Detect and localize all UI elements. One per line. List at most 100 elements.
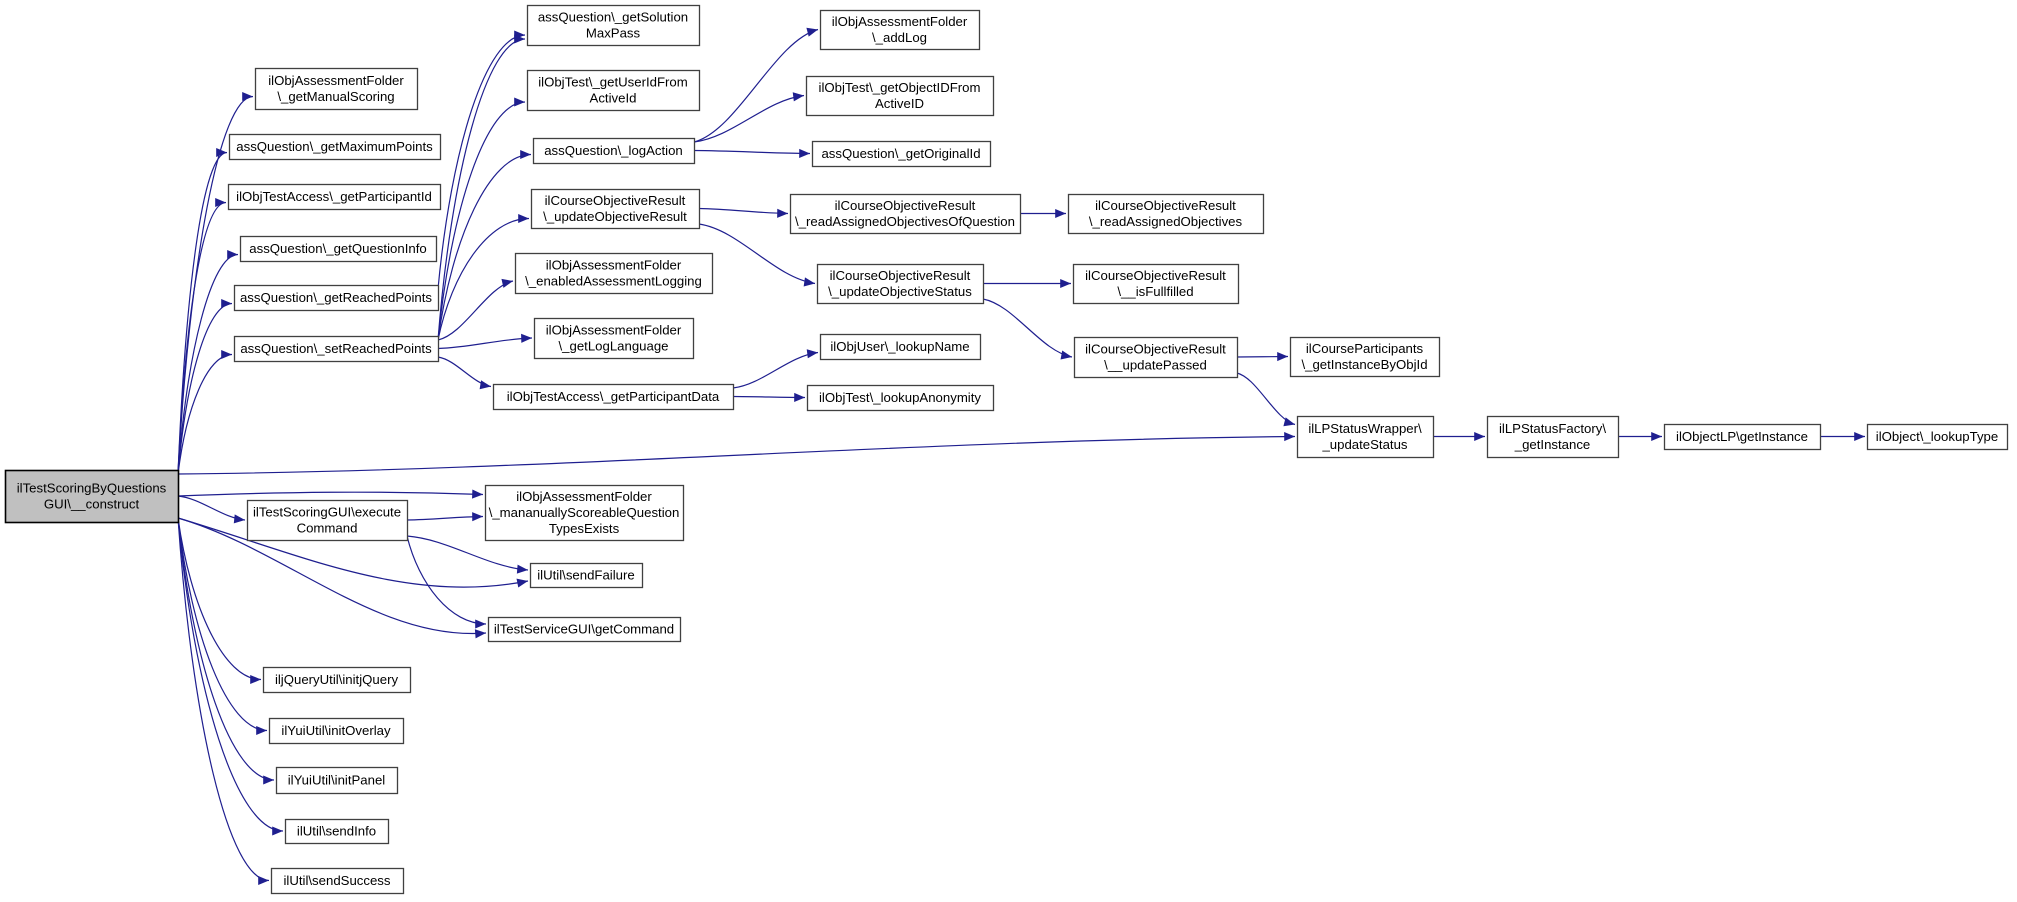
call-edge-updateObjectiveStatus-to-updatePassed (982, 298, 1073, 360)
graph-node-label: ilObjTestAccess\_getParticipantData (507, 389, 720, 404)
call-edge-setReachedPoints-to-getLogLanguage (437, 333, 533, 350)
call-edge-root-to-getCommand (177, 517, 487, 639)
graph-node-label: assQuestion\_getQuestionInfo (249, 241, 426, 256)
graph-node-label: ilObjAssessmentFolder\_getLogLanguage (546, 323, 682, 354)
graph-node-initPanel[interactable]: ilYuiUtil\initPanel (275, 766, 399, 795)
graph-node-getMaximumPoints[interactable]: assQuestion\_getMaximumPoints (228, 133, 442, 161)
graph-node-getParticipantData[interactable]: ilObjTestAccess\_getParticipantData (492, 383, 735, 411)
call-edge-root-to-initOverlay (177, 517, 268, 736)
call-edge-logAction-to-getObjectIDFromActiveID (693, 92, 805, 143)
graph-node-label: ilObjTestAccess\_getParticipantId (236, 189, 432, 204)
graph-node-label: ilCourseObjectiveResult\_readAssignedObj… (1089, 198, 1243, 229)
graph-node-lookupName[interactable]: ilObjUser\_lookupName (819, 333, 982, 361)
graph-node-label: ilCourseParticipants\_getInstanceByObjId (1301, 341, 1427, 372)
call-edge-executeCommand-to-getCommand (406, 535, 487, 629)
graph-node-label: ilCourseObjectiveResult\_updateObjective… (828, 268, 972, 299)
call-edge-updatePassed-to-getInstanceByObjId (1236, 351, 1289, 362)
graph-node-lookupAnonymity[interactable]: ilObjTest\_lookupAnonymity (806, 384, 995, 412)
graph-node-label: ilObjAssessmentFolder\_addLog (832, 14, 968, 45)
call-edge-setReachedPoints-to-getUserIdFromActiveId (437, 97, 526, 341)
call-edge-root-to-initjQuery (177, 517, 262, 685)
graph-node-getQuestionInfo[interactable]: assQuestion\_getQuestionInfo (239, 235, 438, 263)
graph-node-label: ilLPStatusFactory\_getInstance (1499, 421, 1606, 452)
call-edge-setReachedPoints-to-getSolutionMaxPass (437, 34, 526, 341)
graph-node-updateObjectiveStatus[interactable]: ilCourseObjectiveResult\_updateObjective… (816, 263, 985, 305)
call-edge-getReachedPoints-to-getSolutionMaxPass (437, 30, 526, 290)
call-edge-root-to-getReachedPoints (177, 298, 233, 475)
graph-node-initjQuery[interactable]: iljQueryUtil\initjQuery (262, 666, 412, 694)
graph-node-label: ilLPStatusWrapper\_updateStatus (1308, 421, 1422, 452)
graph-node-label: ilYuiUtil\initPanel (288, 773, 386, 788)
graph-node-sendFailure[interactable]: ilUtil\sendFailure (529, 562, 644, 589)
call-edge-logAction-to-addLog (693, 27, 819, 143)
call-edge-getParticipantData-to-lookupName (732, 349, 819, 389)
graph-node-label: ilObjUser\_lookupName (830, 339, 969, 354)
graph-node-getManualScoring[interactable]: ilObjAssessmentFolder\_getManualScoring (254, 67, 419, 111)
graph-node-label: ilObjectLP\getInstance (1676, 429, 1808, 444)
graph-node-sendSuccess[interactable]: ilUtil\sendSuccess (270, 867, 405, 895)
graph-node-label: ilObject\_lookupType (1876, 429, 1998, 444)
graph-node-lpGetInstance[interactable]: ilLPStatusFactory\_getInstance (1486, 415, 1620, 459)
graph-node-label: ilObjAssessmentFolder\_getManualScoring (268, 73, 404, 104)
call-edge-root-to-sendFailure (177, 517, 529, 588)
graph-node-label: ilTestServiceGUI\getCommand (494, 622, 674, 637)
graph-node-label: ilCourseObjectiveResult\_readAssignedObj… (795, 198, 1015, 229)
graph-node-label: ilCourseObjectiveResult\_updateObjective… (543, 193, 687, 224)
call-edge-root-to-getParticipantId (177, 197, 227, 475)
graph-node-logAction[interactable]: assQuestion\_logAction (532, 137, 696, 165)
graph-node-readAssignedObjectivesOfQuestion[interactable]: ilCourseObjectiveResult\_readAssignedObj… (789, 193, 1022, 235)
graph-node-readAssignedObjectives[interactable]: ilCourseObjectiveResult\_readAssignedObj… (1067, 193, 1265, 235)
call-edge-updateObjectiveResult-to-readAssignedObjectivesOfQuestion (698, 207, 789, 218)
graph-node-label: assQuestion\_setReachedPoints (240, 341, 432, 356)
call-edge-root-to-sendInfo (177, 517, 284, 836)
graph-node-label: ilObjAssessmentFolder\_mananuallyScoreab… (489, 489, 680, 536)
graph-node-label: assQuestion\_getOriginalId (821, 146, 980, 161)
graph-node-getLogLanguage[interactable]: ilObjAssessmentFolder\_getLogLanguage (533, 317, 695, 360)
graph-node-addLog[interactable]: ilObjAssessmentFolder\_addLog (819, 9, 981, 51)
call-edge-executeCommand-to-mananuallyScoreable (406, 512, 484, 522)
call-edge-root-to-sendSuccess (177, 517, 270, 886)
graph-node-updatePassed[interactable]: ilCourseObjectiveResult\__updatePassed (1073, 336, 1239, 379)
graph-node-enabledAssessmentLogging[interactable]: ilObjAssessmentFolder\_enabledAssessment… (514, 252, 714, 295)
call-edge-setReachedPoints-to-updateObjectiveResult (437, 213, 530, 341)
graph-node-updateStatus[interactable]: ilLPStatusWrapper\_updateStatus (1296, 415, 1435, 459)
graph-node-label: ilYuiUtil\initOverlay (281, 723, 391, 738)
call-edge-root-to-executeCommand (177, 495, 246, 524)
graph-node-getInstanceByObjId[interactable]: ilCourseParticipants\_getInstanceByObjId (1289, 336, 1441, 378)
call-edge-root-to-getQuestionInfo (177, 249, 239, 475)
graph-node-label: ilUtil\sendSuccess (283, 873, 390, 888)
graph-node-getOriginalId[interactable]: assQuestion\_getOriginalId (811, 140, 992, 168)
call-edge-setReachedPoints-to-logAction (437, 149, 532, 341)
call-edge-logAction-to-getOriginalId (693, 148, 811, 158)
call-edge-executeCommand-to-sendFailure (406, 535, 529, 574)
graph-node-isFullfilled[interactable]: ilCourseObjectiveResult\__isFullfilled (1072, 263, 1240, 305)
call-edge-setReachedPoints-to-getParticipantData (437, 356, 492, 390)
call-edge-getParticipantData-to-lookupAnonymity (732, 392, 806, 403)
graph-node-setReachedPoints[interactable]: assQuestion\_setReachedPoints (233, 335, 440, 363)
graph-node-getParticipantId[interactable]: ilObjTestAccess\_getParticipantId (227, 183, 442, 211)
call-edge-root-to-setReachedPoints (177, 349, 233, 475)
graph-node-getReachedPoints[interactable]: assQuestion\_getReachedPoints (233, 284, 440, 312)
graph-node-updateObjectiveResult[interactable]: ilCourseObjectiveResult\_updateObjective… (530, 188, 701, 230)
graph-node-mananuallyScoreable[interactable]: ilObjAssessmentFolder\_mananuallyScoreab… (484, 484, 685, 542)
graph-node-label: ilUtil\sendInfo (297, 824, 376, 839)
graph-node-lookupType[interactable]: ilObject\_lookupType (1866, 423, 2009, 451)
graph-node-initOverlay[interactable]: ilYuiUtil\initOverlay (268, 717, 405, 745)
call-edge-setReachedPoints-to-enabledAssessmentLogging (437, 278, 514, 341)
graph-node-getCommand[interactable]: ilTestServiceGUI\getCommand (487, 616, 682, 643)
graph-node-objectLpGetInstance[interactable]: ilObjectLP\getInstance (1663, 423, 1822, 451)
call-edge-updatePassed-to-updateStatus (1236, 372, 1296, 427)
graph-node-label: assQuestion\_getReachedPoints (240, 290, 432, 305)
graph-node-sendInfo[interactable]: ilUtil\sendInfo (284, 818, 390, 845)
